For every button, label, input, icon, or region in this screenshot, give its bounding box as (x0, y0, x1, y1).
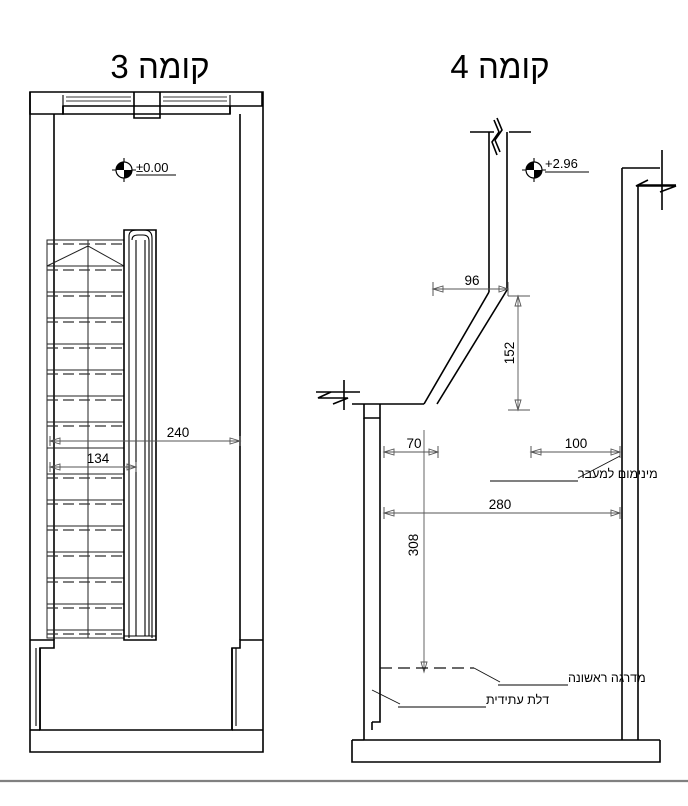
right-dim-100: 100 (565, 436, 588, 451)
left-plan-title: קומה 3 (110, 48, 209, 85)
left-dim-134: 134 (87, 451, 110, 466)
right-section-geometry (316, 117, 677, 763)
right-level-label: +2.96 (545, 156, 578, 171)
right-dim-152: 152 (502, 342, 517, 365)
right-dim-96: 96 (464, 273, 479, 288)
annotation-first-step: מדרגה ראשונה (568, 671, 646, 685)
left-plan-dimensions: 240 134 (48, 425, 242, 472)
right-dim-280: 280 (489, 497, 512, 512)
right-dim-70: 70 (406, 436, 421, 451)
left-dim-240: 240 (167, 425, 190, 440)
annotation-future-door: דלת עתידית (486, 693, 549, 707)
stair-direction-marker (46, 245, 125, 267)
right-section-dimensions: 96 152 70 100 280 308 (382, 273, 622, 674)
right-section-title: קומה 4 (450, 48, 549, 85)
left-level-marker: ±0.00 (112, 158, 176, 182)
left-level-label: ±0.00 (136, 160, 168, 175)
left-plan-stair (46, 229, 157, 641)
annotation-minimum-passage: מינימום למעבר (578, 467, 658, 481)
right-section-annotations: מינימום למעבר מדרגה ראשונה דלת עתידית (371, 455, 658, 708)
right-level-marker: +2.96 (522, 156, 589, 182)
right-dim-308: 308 (406, 534, 421, 557)
